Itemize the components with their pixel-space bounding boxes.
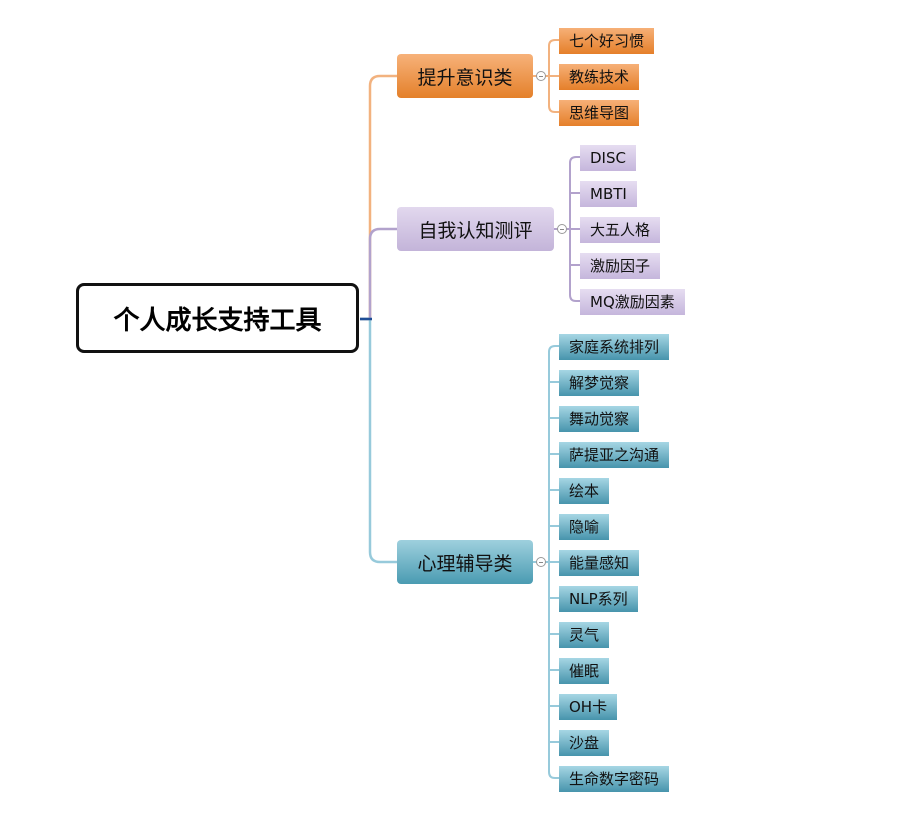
branch-self-assessment[interactable]: 自我认知测评 bbox=[397, 207, 554, 251]
leaf-topic[interactable]: 绘本 bbox=[559, 478, 610, 504]
connector-root-orange bbox=[360, 74, 397, 321]
leaf-topic[interactable]: MBTI bbox=[580, 181, 637, 207]
leaf-topic[interactable]: 能量感知 bbox=[559, 550, 640, 576]
leaf-topic[interactable]: 七个好习惯 bbox=[559, 28, 655, 54]
leaf-topic[interactable]: 思维导图 bbox=[559, 100, 640, 126]
collapse-minus-icon[interactable] bbox=[536, 71, 546, 81]
root-topic[interactable]: 个人成长支持工具 bbox=[76, 283, 359, 353]
leaf-topic[interactable]: 沙盘 bbox=[559, 730, 610, 756]
leaf-topic[interactable]: 舞动觉察 bbox=[559, 406, 640, 432]
branch-awareness[interactable]: 提升意识类 bbox=[397, 54, 533, 98]
leaf-topic[interactable]: DISC bbox=[580, 145, 636, 171]
leaf-topic[interactable]: MQ激励因素 bbox=[580, 289, 685, 315]
leaf-topic[interactable]: 家庭系统排列 bbox=[559, 334, 670, 360]
collapse-minus-icon[interactable] bbox=[557, 224, 567, 234]
leaf-topic[interactable]: 萨提亚之沟通 bbox=[559, 442, 670, 468]
leaf-topic[interactable]: 催眠 bbox=[559, 658, 610, 684]
leaf-topic[interactable]: 解梦觉察 bbox=[559, 370, 640, 396]
leaf-topic[interactable]: 激励因子 bbox=[580, 253, 661, 279]
collapse-minus-icon[interactable] bbox=[536, 557, 546, 567]
leaf-topic[interactable]: 灵气 bbox=[559, 622, 610, 648]
leaf-topic[interactable]: 生命数字密码 bbox=[559, 766, 670, 792]
connector-root-teal bbox=[360, 317, 397, 564]
leaf-topic[interactable]: 大五人格 bbox=[580, 217, 661, 243]
branch-counseling[interactable]: 心理辅导类 bbox=[397, 540, 533, 584]
leaf-topic[interactable]: 隐喻 bbox=[559, 514, 610, 540]
leaf-topic[interactable]: NLP系列 bbox=[559, 586, 638, 612]
leaf-topic[interactable]: 教练技术 bbox=[559, 64, 640, 90]
leaf-topic[interactable]: OH卡 bbox=[559, 694, 618, 720]
connector-root-purple bbox=[360, 227, 397, 321]
